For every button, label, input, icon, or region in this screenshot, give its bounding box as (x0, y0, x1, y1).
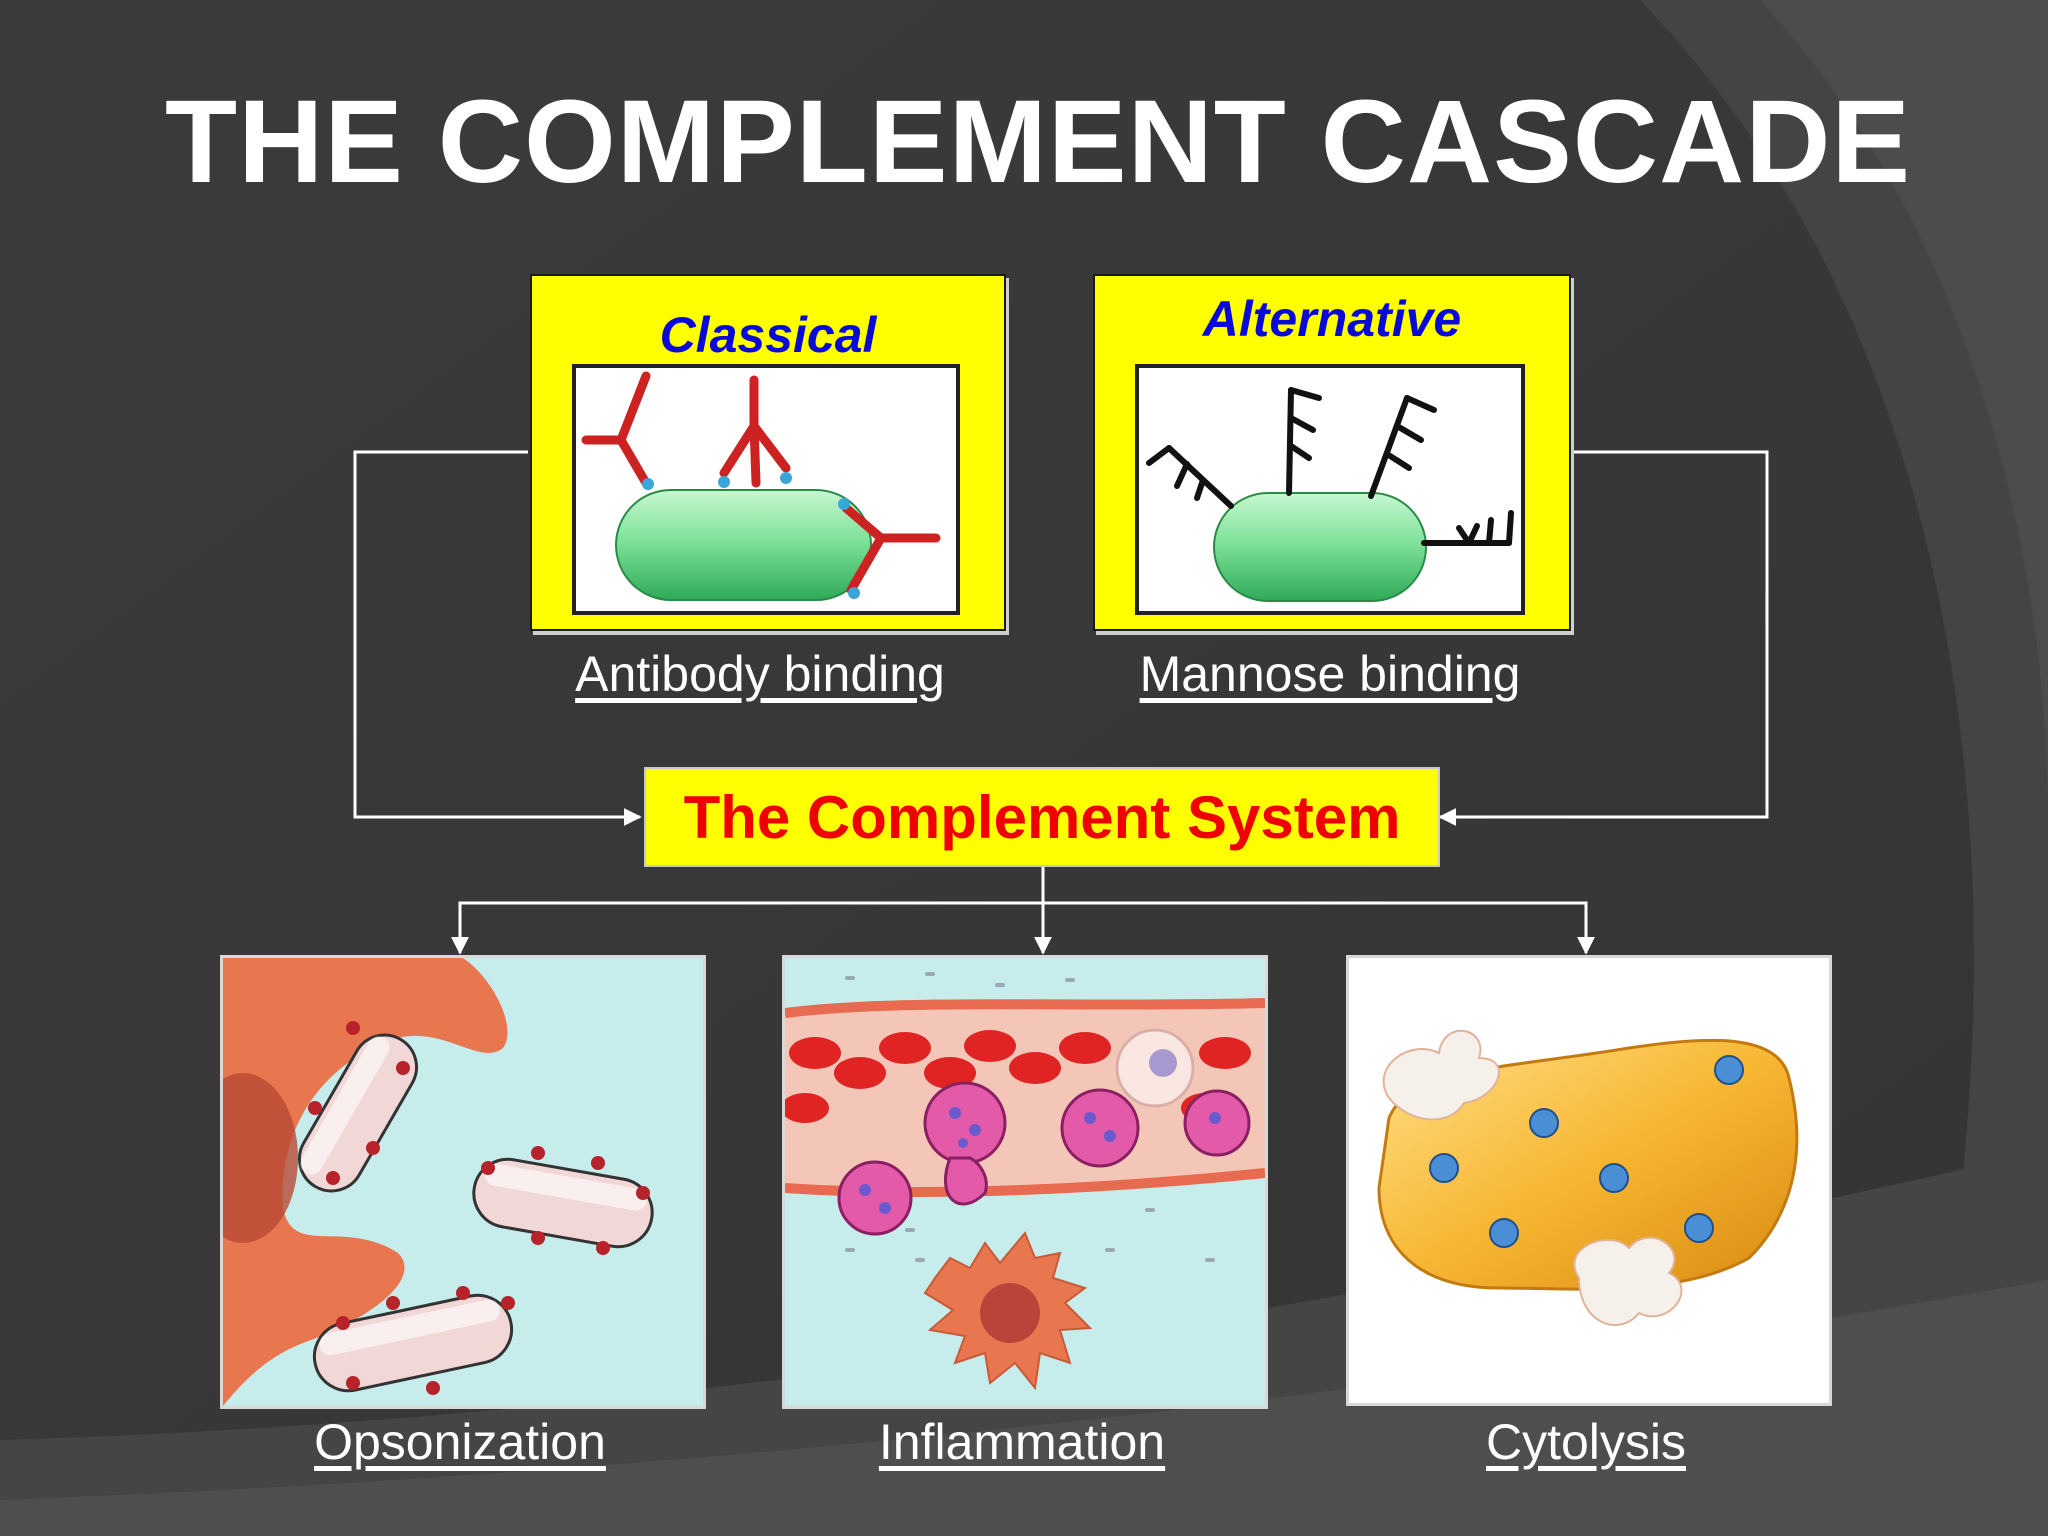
outcome-branch-line (458, 901, 1588, 953)
cytolysis-caption: Cytolysis (1485, 1414, 1687, 1470)
alternative-pathway-panel: Alternative (1093, 274, 1571, 631)
classical-to-system-arrow (353, 450, 642, 826)
classical-pathway-panel: Classical (530, 274, 1006, 631)
bacterium-with-antibodies-icon (581, 371, 941, 601)
alternative-pathway-caption: Mannose binding (1139, 646, 1521, 702)
blood-vessel-leukocytes-icon (785, 972, 1265, 1391)
inflammation-caption: Inflammation (878, 1414, 1166, 1470)
slide-title: THE COMPLEMENT CASCADE (165, 76, 1912, 208)
cytolysis-illustration (1346, 955, 1832, 1406)
opsonization-illustration (220, 955, 706, 1409)
classical-pathway-title: Classical (659, 307, 877, 363)
opsonization-caption: Opsonization (314, 1414, 606, 1470)
mannose-binding-illustration (1135, 364, 1525, 615)
complement-system-box: The Complement System (644, 767, 1440, 867)
bacterium-with-mannose-icon (1146, 387, 1514, 602)
inflammation-illustration (782, 955, 1268, 1409)
classical-pathway-caption: Antibody binding (575, 646, 945, 702)
complement-system-label: The Complement System (683, 783, 1401, 851)
alternative-pathway-title: Alternative (1202, 291, 1462, 347)
lysing-cell-icon (1377, 1029, 1799, 1326)
phagocyte-engulfing-bacteria-icon (223, 958, 654, 1406)
alternative-to-system-arrow (1438, 450, 1769, 826)
antibody-binding-illustration (572, 364, 960, 615)
